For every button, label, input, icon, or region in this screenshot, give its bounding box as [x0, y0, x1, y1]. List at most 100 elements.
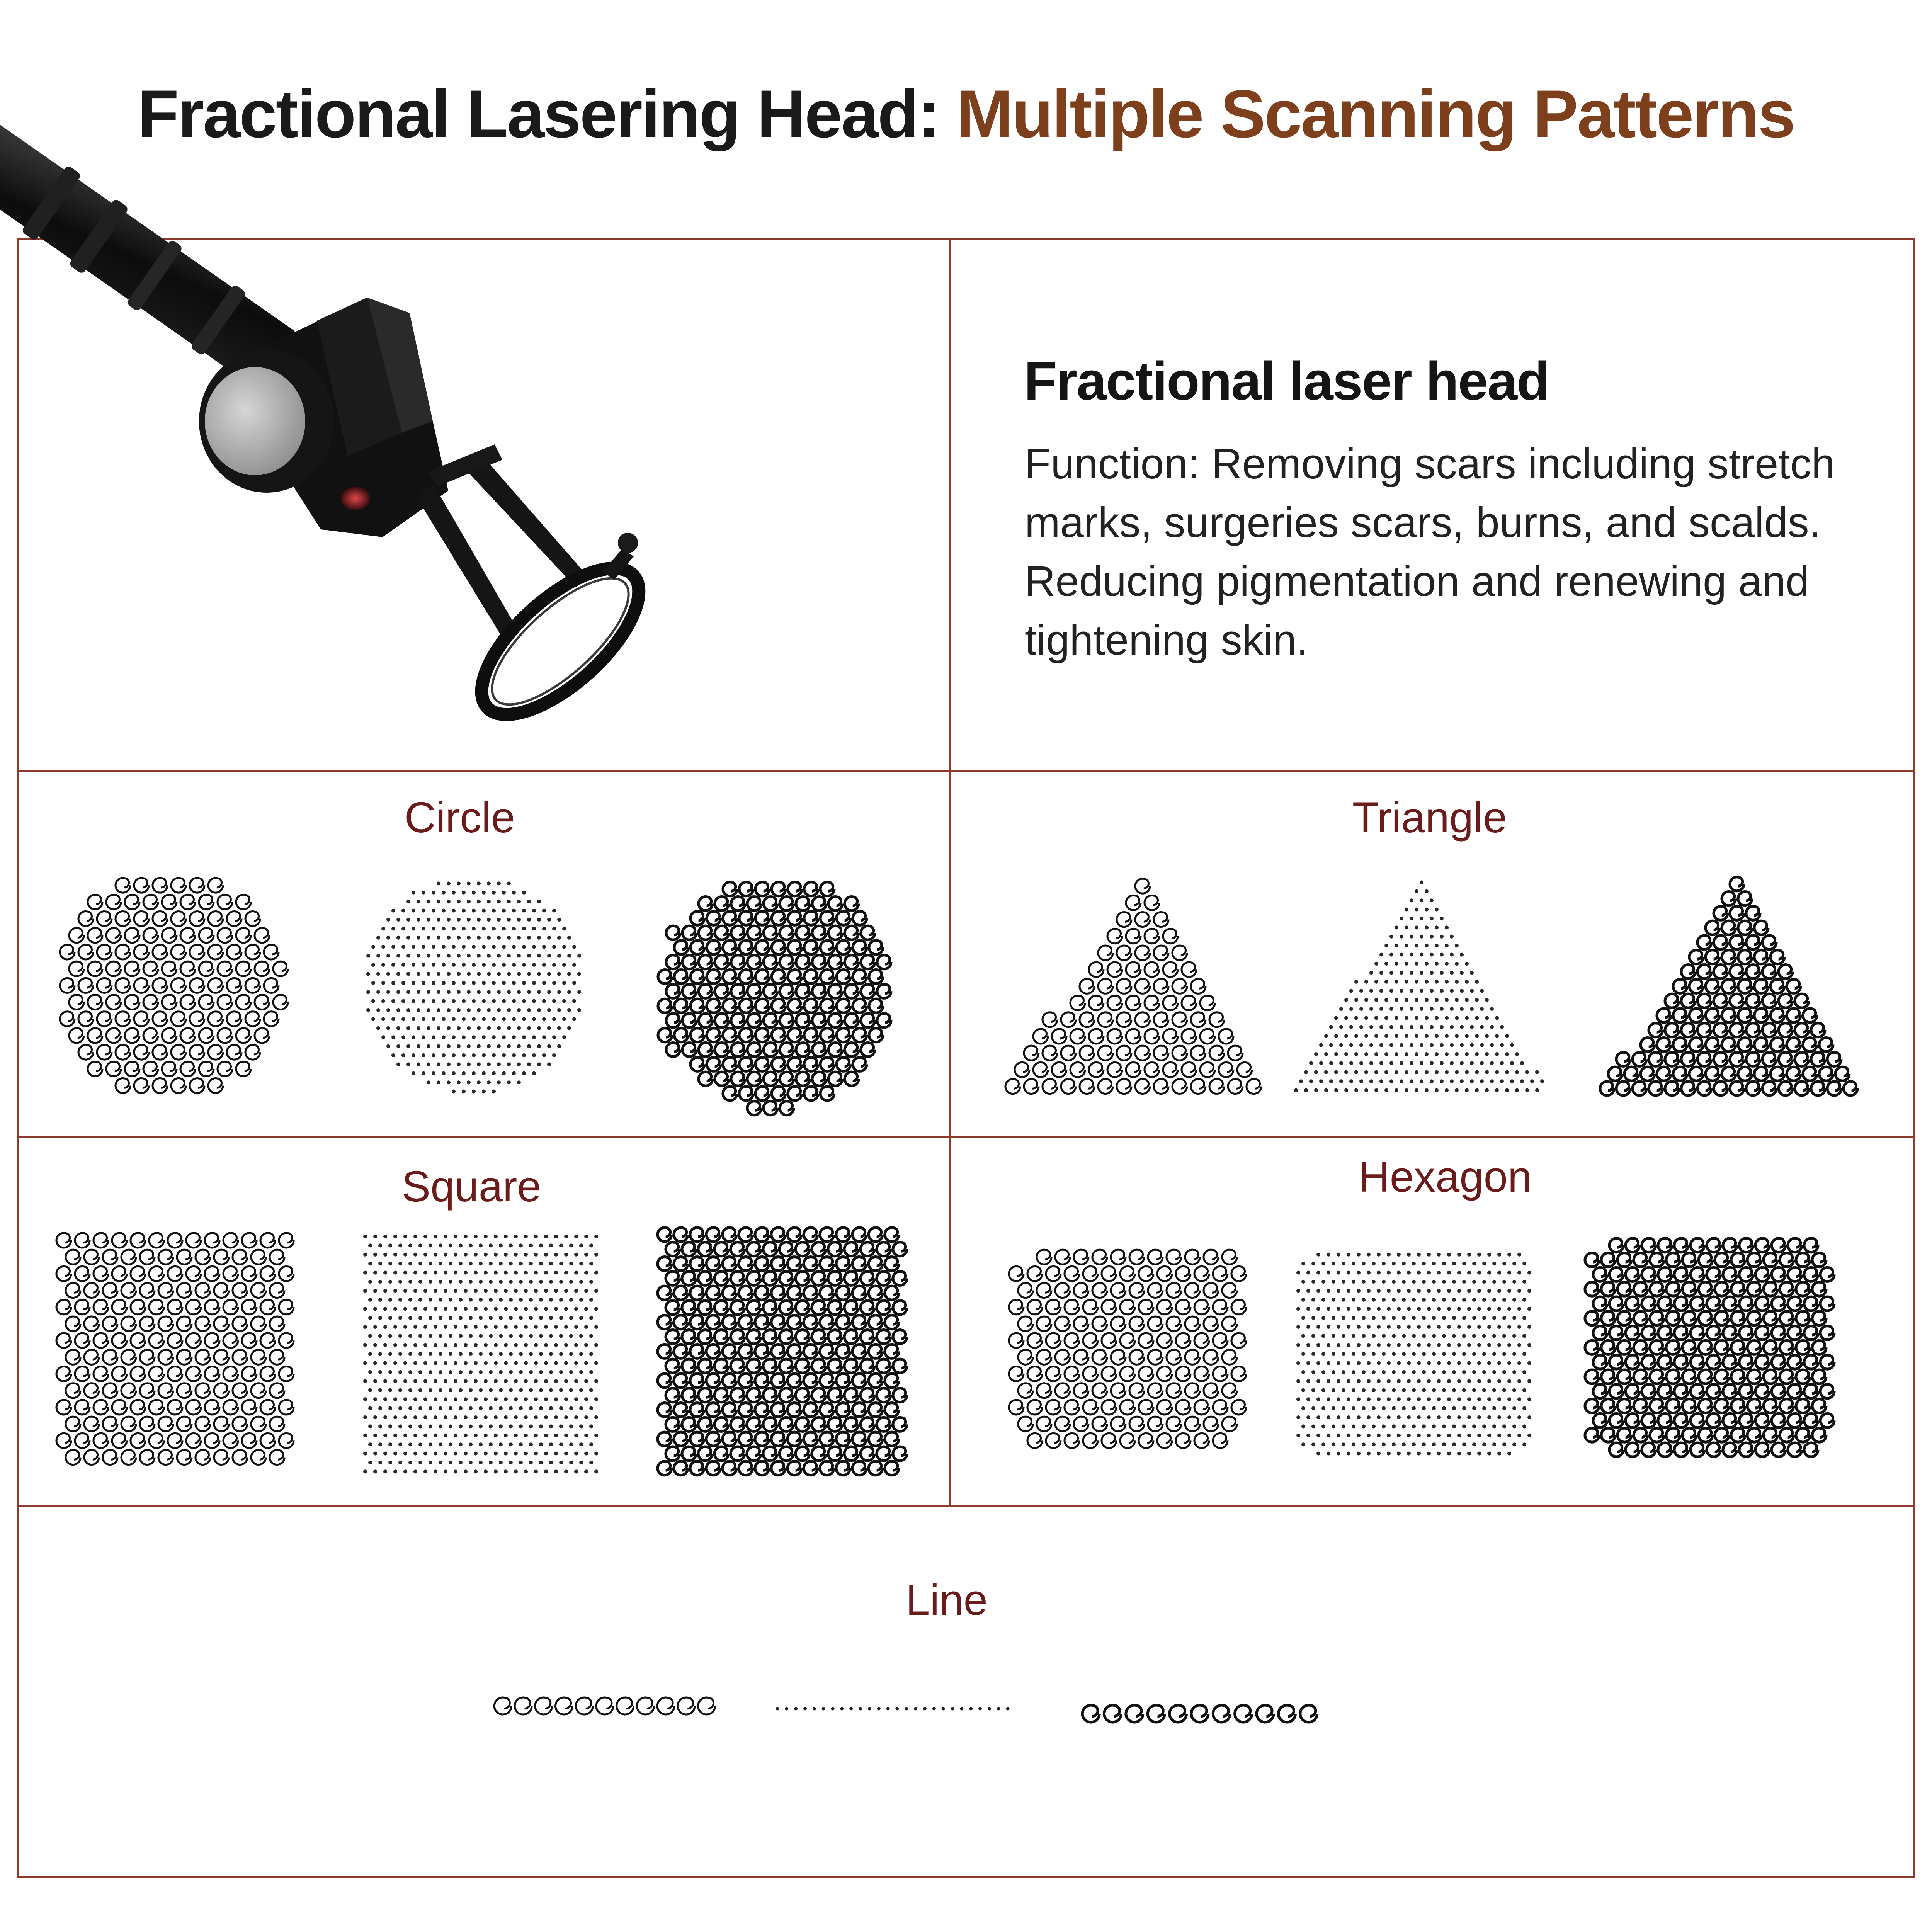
scan-dot: [1515, 1088, 1519, 1092]
scan-spiral: [1091, 1382, 1108, 1399]
scan-dot: [529, 1388, 533, 1392]
scan-dot: [464, 1270, 468, 1275]
scan-dot: [1450, 971, 1454, 975]
scan-spiral: [843, 954, 860, 971]
scan-dot: [524, 1325, 528, 1329]
scan-dot: [519, 1334, 523, 1338]
scan-spiral: [859, 1387, 876, 1404]
scan-spiral: [827, 1416, 844, 1433]
scan-dot: [574, 1289, 578, 1293]
scan-dot: [524, 1415, 528, 1419]
scan-dot: [1321, 1298, 1325, 1302]
scan-spiral: [259, 1432, 276, 1449]
scan-spiral: [1607, 1065, 1624, 1082]
scan-dot: [1450, 1079, 1454, 1083]
scan-spiral: [803, 939, 820, 956]
scan-dot: [1316, 1325, 1320, 1329]
scan-dot: [1425, 1016, 1429, 1020]
scan-dot: [1475, 1016, 1479, 1020]
scan-spiral: [1175, 1332, 1192, 1349]
scan-dot: [373, 1252, 377, 1257]
scan-dot: [499, 1461, 503, 1464]
scan-dot: [388, 1461, 392, 1464]
scan-spiral: [843, 1328, 860, 1345]
scan-dot: [527, 954, 531, 958]
scan-dot: [393, 1325, 397, 1329]
scan-dot: [418, 1280, 422, 1284]
scan-dot: [577, 990, 581, 994]
scan-spiral: [843, 1416, 860, 1433]
scan-spiral: [207, 1044, 224, 1061]
scan-dot: [552, 1053, 556, 1057]
scan-spiral: [213, 1449, 230, 1466]
scan-spiral: [859, 924, 876, 941]
scan-dot: [408, 1424, 412, 1429]
scan-spiral: [665, 954, 682, 971]
scan-dot: [1407, 1289, 1411, 1293]
scan-dot: [574, 1397, 578, 1401]
scan-dot: [1377, 1289, 1381, 1293]
scan-dot: [1462, 1334, 1466, 1338]
scan-dot: [413, 1397, 417, 1401]
scan-spiral: [133, 877, 150, 894]
scan-dot: [1510, 1079, 1514, 1083]
scan-spiral: [721, 1226, 738, 1243]
scan-dot: [452, 963, 456, 967]
scan-dot: [544, 1469, 548, 1474]
scan-dot: [1505, 1052, 1509, 1056]
scan-spiral: [818, 1372, 835, 1389]
scan-spiral: [1190, 1011, 1207, 1028]
scan-dot: [564, 1451, 568, 1456]
scan-dot: [469, 1316, 473, 1320]
scan-dot: [378, 1334, 382, 1338]
scan-spiral: [656, 1284, 673, 1301]
scan-dot: [512, 963, 516, 967]
scan-spiral: [1777, 963, 1794, 980]
scan-dot: [1440, 1079, 1444, 1083]
scan-spiral: [1212, 1399, 1229, 1416]
scan-dot: [499, 1388, 503, 1392]
scan-dot: [1316, 1343, 1320, 1347]
scan-spiral: [1063, 1265, 1080, 1282]
scan-spiral: [762, 1270, 779, 1287]
scan-dot: [1405, 1070, 1408, 1074]
scan-dot: [509, 1262, 513, 1266]
scan-spiral: [827, 1299, 844, 1316]
scan-dot: [1387, 1252, 1391, 1257]
scan-spiral: [770, 1430, 787, 1447]
scan-spiral: [1728, 1022, 1745, 1039]
scan-spiral: [96, 944, 113, 961]
scan-dot: [504, 1235, 508, 1238]
scan-dot: [1389, 989, 1393, 993]
scan-dot: [1517, 1289, 1521, 1293]
scan-spiral: [278, 1366, 295, 1383]
scan-dot: [559, 1461, 563, 1464]
scan-dot: [469, 1442, 473, 1447]
scan-dot: [529, 1243, 533, 1248]
scan-dot: [1447, 1252, 1451, 1257]
scan-dot: [519, 1461, 523, 1464]
scan-dot: [1389, 1007, 1393, 1011]
scan-dot: [1485, 1052, 1489, 1056]
scan-spiral: [204, 1432, 221, 1449]
scan-dot: [418, 1262, 422, 1266]
scan-dot: [1427, 1270, 1431, 1275]
scan-spiral: [151, 1077, 168, 1094]
scan-dot: [469, 1388, 473, 1392]
scan-spiral: [244, 1010, 261, 1027]
scan-spiral: [213, 1315, 230, 1332]
scan-dot: [396, 1062, 400, 1066]
scan-dot: [542, 1035, 546, 1039]
scan-spiral: [851, 968, 868, 985]
scan-dot: [517, 935, 521, 940]
scan-spiral: [730, 1012, 747, 1029]
scan-spiral: [843, 1387, 860, 1404]
scan-dot: [487, 990, 491, 994]
scan-dot: [554, 1252, 558, 1257]
scan-dot: [1442, 1298, 1446, 1302]
scan-spiral: [762, 983, 779, 1000]
scan-spiral: [1168, 1704, 1188, 1724]
scan-spiral: [105, 893, 122, 910]
scan-dot: [1445, 1016, 1449, 1020]
